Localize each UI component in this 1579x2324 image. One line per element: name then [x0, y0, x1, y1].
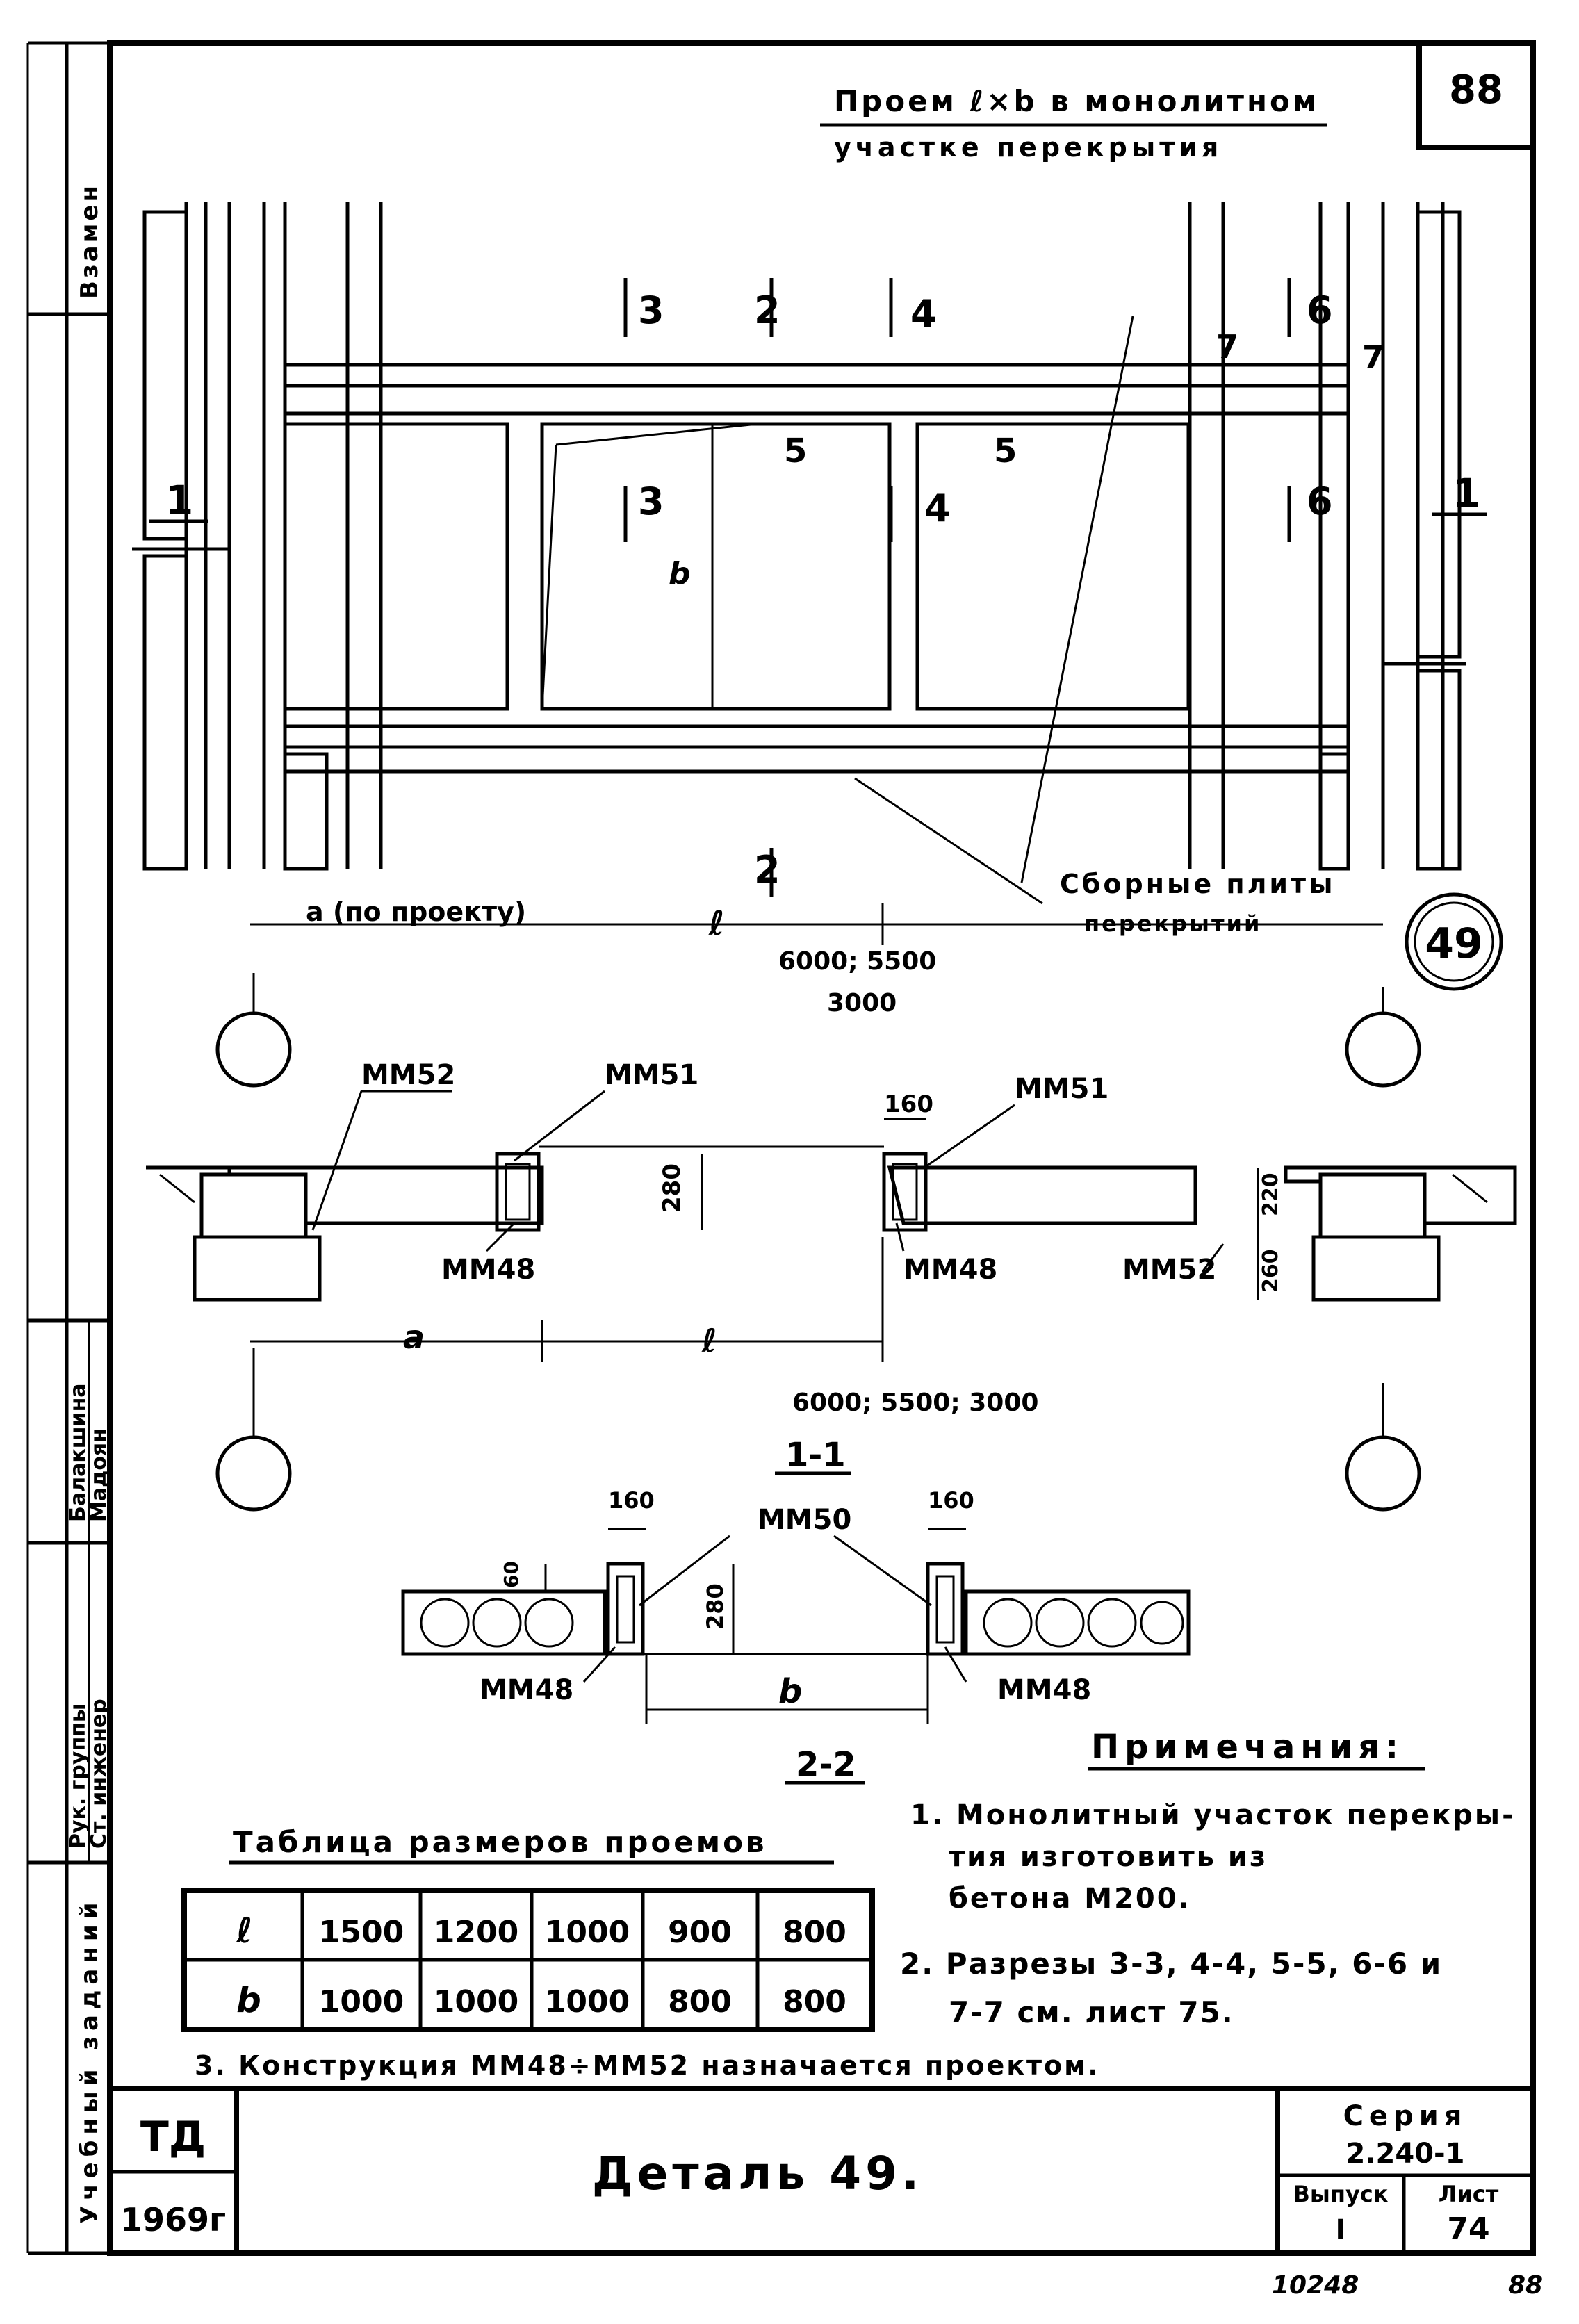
dim-b-22: b	[778, 1672, 802, 1711]
section-mark: 4	[910, 292, 937, 336]
side-name2: Мадоян	[87, 1428, 111, 1522]
span-values-line2: 3000	[827, 989, 897, 1017]
table-cell: 1200	[434, 1915, 518, 1950]
section-mark: 1	[1453, 470, 1480, 517]
openings-table	[181, 1888, 875, 2032]
dim-220: 220	[1259, 1172, 1283, 1216]
side-uchebny: Учебный заданий	[76, 1897, 104, 2225]
label-mm48-left: ММ48	[441, 1254, 535, 1286]
section-mark: 6	[1307, 480, 1333, 523]
section-mark: 7	[1362, 338, 1384, 376]
label-mm52-left: ММ52	[361, 1059, 455, 1091]
table-cell: 1000	[545, 1915, 630, 1950]
label-mm52-right: ММ52	[1122, 1254, 1216, 1286]
table-cell: 1000	[434, 1984, 518, 2020]
section-mark: 6	[1307, 288, 1333, 332]
dim-160-right: 160	[928, 1487, 974, 1514]
side-st-inzhener: Ст. инженер	[87, 1699, 111, 1849]
span-values-line1: 6000; 5500	[778, 947, 936, 976]
drawing-title-line1: Проем ℓ×b в монолитном	[834, 84, 1319, 118]
notes-heading: Примечания:	[1091, 1728, 1404, 1767]
section-mark: 5	[994, 432, 1017, 470]
section-mark: 4	[924, 486, 951, 530]
list-label: Лист	[1439, 2181, 1499, 2207]
sheet-number-box: 88	[1416, 40, 1536, 150]
side-vzamen: Взамен	[76, 183, 104, 299]
side-name1: Балакшина	[66, 1383, 90, 1522]
table-cell: 1000	[545, 1984, 630, 2020]
plan-section-marks: 1 1 3 2 4 5 6 7 3 4 5 6 7 2	[149, 278, 1487, 897]
year: 1969г	[120, 2201, 226, 2239]
note-1-line3: бетона М200.	[949, 1883, 1191, 1915]
span-values-11: 6000; 5500; 3000	[792, 1389, 1038, 1417]
section-mark: 3	[638, 288, 664, 332]
section-mark: 2	[754, 848, 780, 892]
dim-160-left: 160	[608, 1487, 655, 1514]
note-2-line1: 2. Разрезы 3-3, 4-4, 5-5, 6-6 и	[900, 1947, 1442, 1981]
org-code: ТД	[140, 2113, 206, 2161]
side-ruk-gruppy: Рук. группы	[66, 1703, 90, 1849]
series-label: Серия	[1343, 2100, 1468, 2132]
table-cell: 1000	[319, 1984, 404, 2020]
sheet-frame	[26, 40, 1536, 2256]
slabs-label-line1: Сборные плиты	[1060, 869, 1335, 899]
section-title-2-2: 2-2	[796, 1745, 856, 1784]
section-mark: 1	[165, 477, 193, 524]
label-mm48-right: ММ48	[903, 1254, 997, 1286]
section-mark: 2	[754, 288, 780, 332]
label-mm51-left: ММ51	[605, 1059, 698, 1091]
dim-260: 260	[1259, 1249, 1283, 1293]
dim-b-label: b	[669, 556, 691, 591]
table-row-label: b	[236, 1980, 261, 2020]
dim-a-11: a	[403, 1318, 425, 1356]
detail-number-bubble: 49	[1405, 892, 1503, 991]
table-cell: 1500	[319, 1915, 404, 1950]
slabs-label-line2: перекрытий	[1084, 910, 1261, 937]
section-2-2	[401, 1528, 1191, 1724]
dim-l-label: ℓ	[708, 904, 725, 943]
axis-bubble	[1345, 1435, 1421, 1512]
drawing-title-line2: участке перекрытия	[834, 132, 1222, 163]
table-cell: 800	[783, 1915, 846, 1950]
dim-60: 60	[500, 1561, 523, 1588]
axis-bubble	[1345, 1011, 1421, 1088]
detail-number: 49	[1425, 919, 1483, 968]
dim-a-label: a (по проекту)	[306, 897, 526, 927]
footer-page: 88	[1508, 2271, 1543, 2300]
table-cell: 800	[668, 1984, 732, 2020]
section-1-1	[146, 1090, 1517, 1362]
section-mark: 7	[1216, 328, 1238, 366]
table-row-label: ℓ	[236, 1910, 253, 1951]
dim-160: 160	[884, 1090, 933, 1118]
sheet-number: 88	[1449, 67, 1503, 113]
section-mark: 3	[638, 480, 664, 523]
note-2-line2: 7-7 см. лист 75.	[949, 1995, 1234, 2029]
table-title: Таблица размеров проемов	[233, 1825, 767, 1859]
section-title-1-1: 1-1	[785, 1436, 846, 1475]
label-mm48-right-22: ММ48	[997, 1674, 1091, 1706]
table-cell: 900	[668, 1915, 732, 1950]
series-value: 2.240-1	[1346, 2138, 1465, 2170]
detail-name: Деталь 49.	[592, 2147, 923, 2200]
title-block	[110, 2086, 1533, 2253]
dim-l-11: ℓ	[701, 1322, 717, 1359]
footer-code: 10248	[1272, 2271, 1359, 2300]
note-3: 3. Конструкция ММ48÷ММ52 назначается про…	[195, 2050, 1100, 2081]
note-1-line2: тия изготовить из	[949, 1841, 1268, 1873]
label-mm48-left-22: ММ48	[480, 1674, 573, 1706]
issue-label: Выпуск	[1293, 2181, 1389, 2207]
dim-280: 280	[658, 1163, 686, 1213]
section-mark: 5	[784, 432, 807, 470]
label-mm51-right: ММ51	[1015, 1073, 1108, 1105]
note-1-line1: 1. Монолитный участок перекры-	[910, 1799, 1516, 1831]
axis-bubble	[215, 1435, 292, 1512]
plan-view	[132, 202, 1466, 945]
dim-280-22: 280	[702, 1583, 728, 1630]
list-value: 74	[1447, 2211, 1489, 2247]
label-mm50: ММ50	[758, 1504, 851, 1536]
axis-bubble	[215, 1011, 292, 1088]
issue-value: I	[1336, 2214, 1346, 2246]
table-cell: 800	[783, 1984, 846, 2020]
